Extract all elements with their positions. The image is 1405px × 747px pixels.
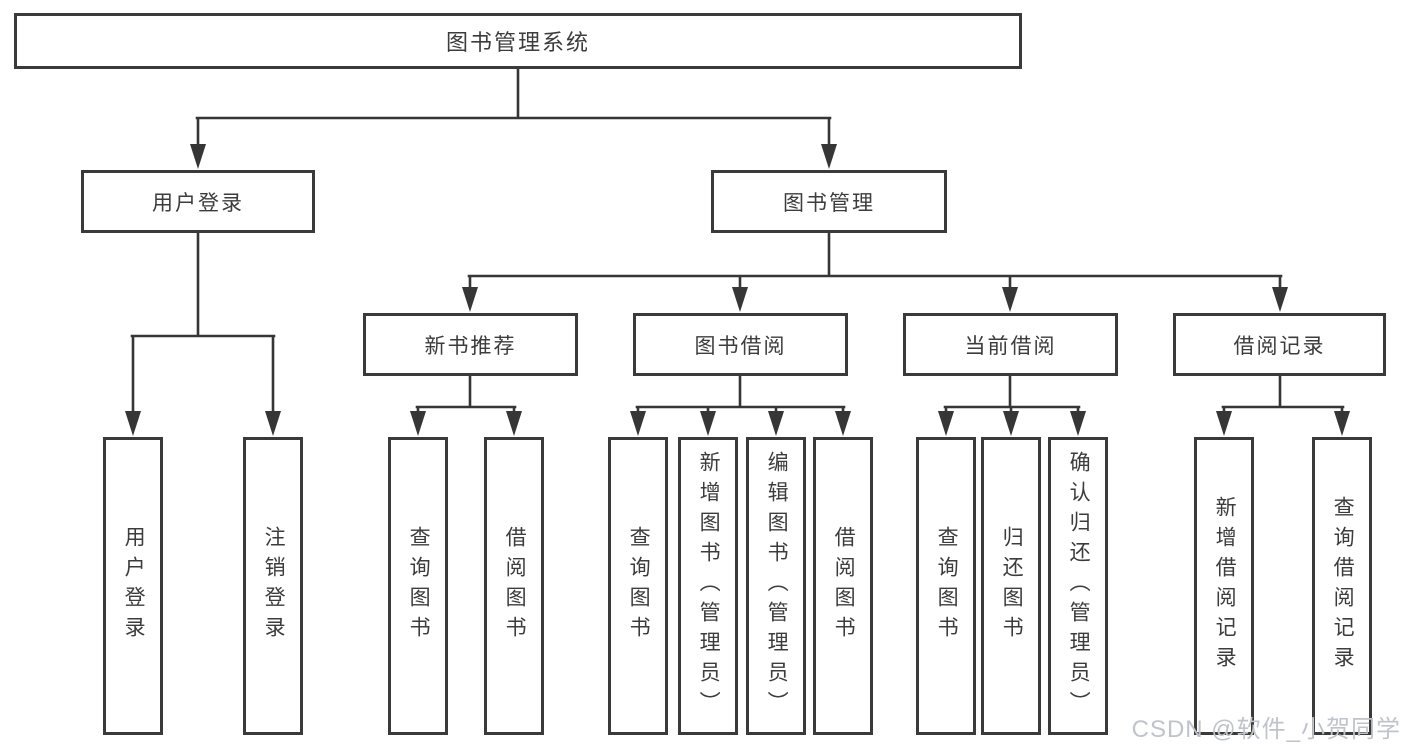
node-label: 确认归还（管理员） — [1067, 451, 1091, 721]
node-label: 归还图书 — [1000, 526, 1024, 646]
leaf-query-books: 查询图书 — [388, 437, 448, 735]
node-label: 图书管理 — [783, 191, 875, 215]
node-book-management: 图书管理 — [711, 170, 947, 233]
node-label: 借阅记录 — [1233, 334, 1326, 358]
node-label: 编辑图书（管理员） — [765, 451, 789, 721]
node-label: 查询图书 — [935, 526, 959, 646]
leaf-add-books-admin: 新增图书（管理员） — [678, 437, 738, 735]
leaf-confirm-return-admin: 确认归还（管理员） — [1048, 437, 1108, 735]
csdn-watermark: CSDN @软件_小贺同学 — [1131, 716, 1401, 743]
node-label: 注销登录 — [262, 526, 286, 646]
leaf-return-books: 归还图书 — [981, 437, 1041, 735]
node-label: 图书管理系统 — [445, 30, 590, 55]
node-label: 用户登录 — [152, 191, 244, 215]
leaf-edit-books-admin: 编辑图书（管理员） — [746, 437, 806, 735]
node-label: 当前借阅 — [964, 334, 1057, 358]
node-borrow-records: 借阅记录 — [1173, 313, 1386, 376]
node-current-borrowing: 当前借阅 — [903, 313, 1118, 376]
node-new-book-recommend: 新书推荐 — [363, 313, 578, 376]
leaf-query-borrow-record: 查询借阅记录 — [1312, 437, 1372, 735]
leaf-logout-login: 注销登录 — [243, 437, 303, 735]
leaf-user-login: 用户登录 — [103, 437, 163, 735]
node-label: 新增借阅记录 — [1213, 496, 1237, 676]
node-label: 图书借阅 — [694, 334, 787, 358]
leaf-query-books-2: 查询图书 — [608, 437, 668, 735]
node-book-borrowing: 图书借阅 — [633, 313, 848, 376]
node-user-login: 用户登录 — [81, 170, 315, 233]
leaf-borrow-books-2: 借阅图书 — [813, 437, 873, 735]
node-label: 用户登录 — [122, 526, 146, 646]
leaf-add-borrow-record: 新增借阅记录 — [1194, 437, 1254, 735]
node-label: 新增图书（管理员） — [697, 451, 721, 721]
node-label: 查询图书 — [407, 526, 431, 646]
node-label: 新书推荐 — [424, 334, 517, 358]
node-label: 查询借阅记录 — [1331, 496, 1355, 676]
node-label: 查询图书 — [627, 526, 651, 646]
node-library-management-system: 图书管理系统 — [14, 13, 1022, 69]
leaf-borrow-books: 借阅图书 — [484, 437, 544, 735]
node-label: 借阅图书 — [832, 526, 856, 646]
leaf-query-books-3: 查询图书 — [916, 437, 976, 735]
node-label: 借阅图书 — [503, 526, 527, 646]
